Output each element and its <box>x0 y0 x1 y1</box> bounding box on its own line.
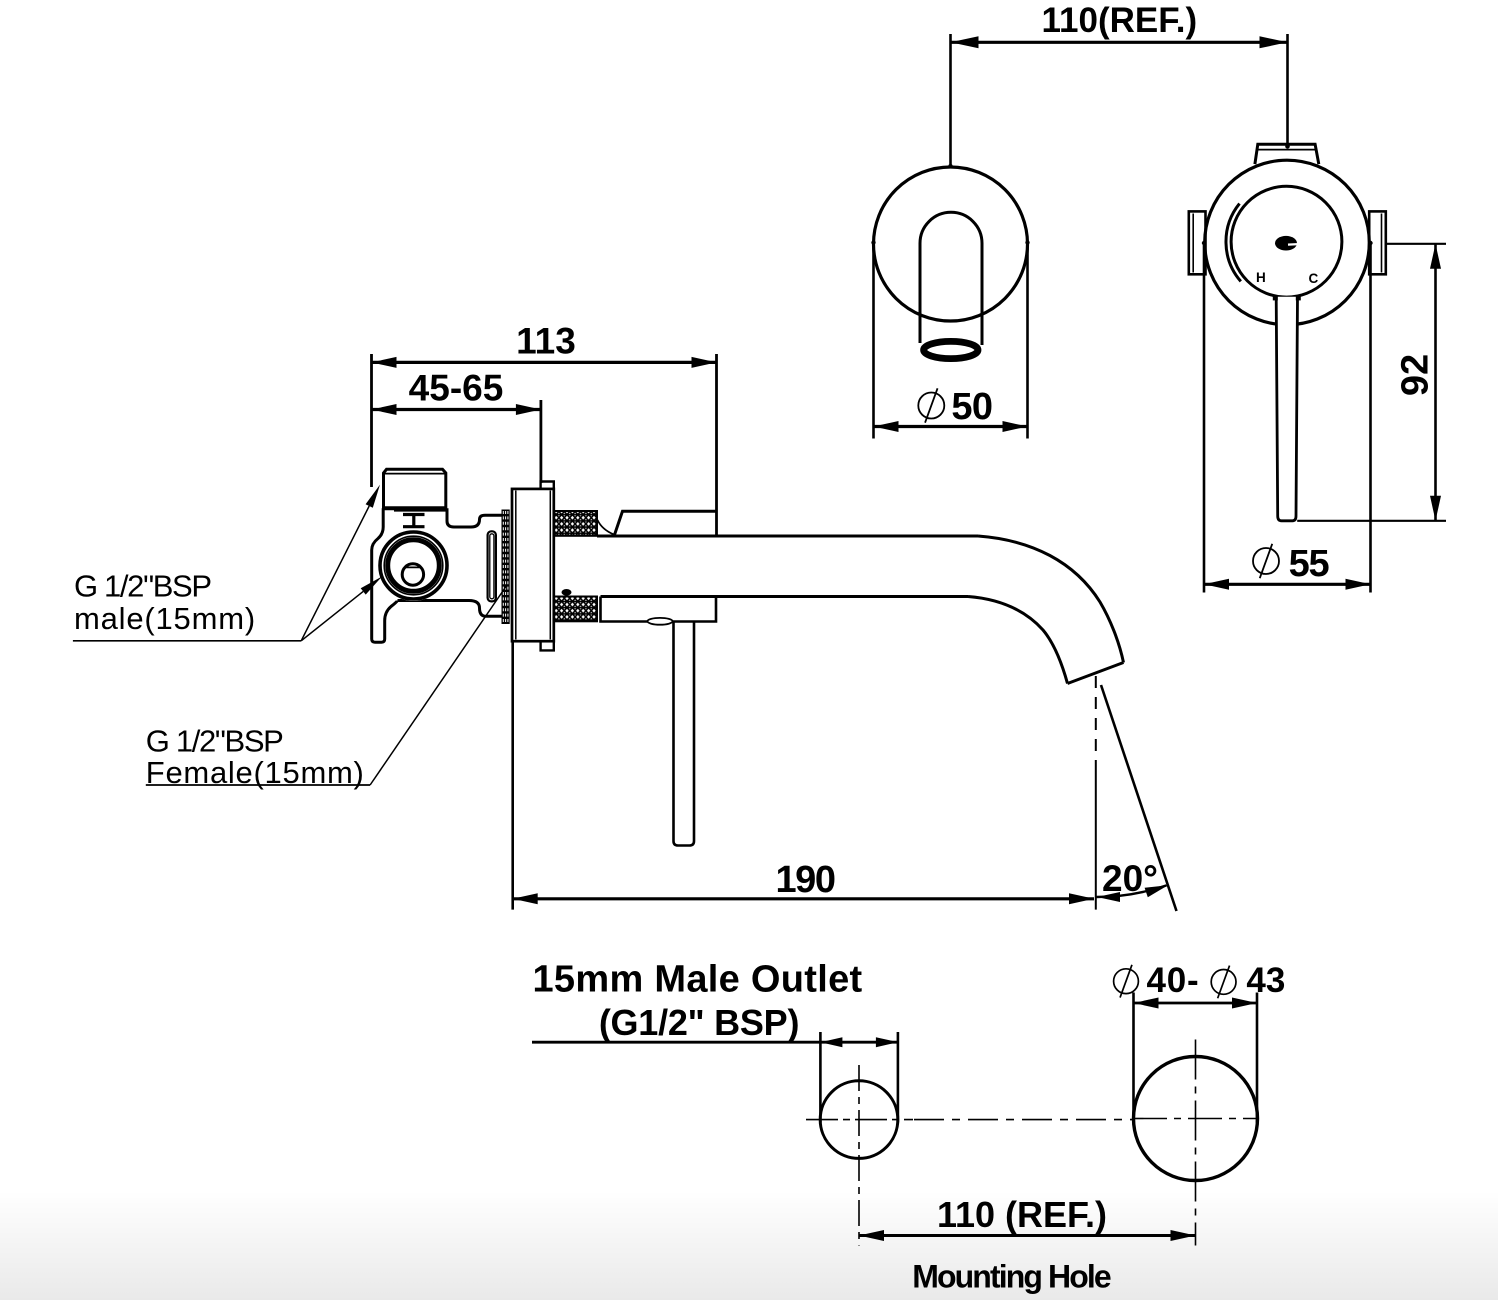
svg-text:190: 190 <box>776 859 835 901</box>
svg-text:Mounting Hole: Mounting Hole <box>912 1259 1111 1295</box>
svg-text:40-: 40- <box>1147 961 1200 1000</box>
svg-text:43: 43 <box>1246 961 1285 1000</box>
svg-text:15mm Male Outlet: 15mm Male Outlet <box>532 958 862 1000</box>
svg-text:male(15mm): male(15mm) <box>74 601 256 636</box>
svg-text:(G1/2" BSP): (G1/2" BSP) <box>599 1002 799 1043</box>
svg-text:110(REF.): 110(REF.) <box>1041 1 1197 40</box>
svg-text:C: C <box>1309 271 1319 286</box>
svg-text:H: H <box>1256 270 1266 285</box>
svg-text:50: 50 <box>951 386 992 428</box>
svg-text:G 1/2"BSP: G 1/2"BSP <box>74 569 211 604</box>
svg-text:20°: 20° <box>1102 858 1158 899</box>
svg-text:110 (REF.): 110 (REF.) <box>937 1194 1107 1235</box>
svg-text:92: 92 <box>1395 354 1437 396</box>
svg-text:45-65: 45-65 <box>409 367 504 408</box>
svg-text:G 1/2"BSP: G 1/2"BSP <box>146 724 283 759</box>
svg-text:113: 113 <box>516 321 576 362</box>
svg-text:55: 55 <box>1289 543 1330 585</box>
